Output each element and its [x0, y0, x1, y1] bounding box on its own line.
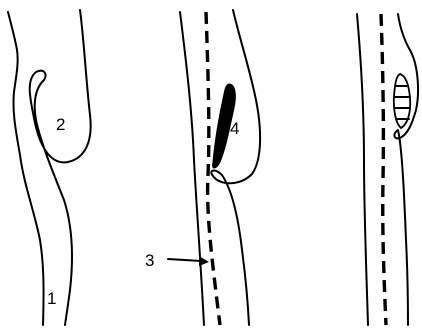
panel-3: [357, 14, 418, 325]
panel-2-guidewire: [206, 12, 220, 325]
panel-3-vessel-right-wall-with-pouch: [394, 14, 418, 325]
panel-2-vessel-right-wall-with-pouch: [211, 10, 260, 325]
label-3-leader-line: [168, 259, 201, 261]
label-1: 1: [47, 289, 56, 308]
panel-1-pouch-right-wall: [30, 10, 91, 325]
label-2: 2: [56, 115, 65, 134]
panel-2-vessel-left-wall: [180, 12, 204, 325]
panel-2: 4 3: [145, 10, 260, 325]
panel-3-guidewire: [381, 14, 386, 325]
panel-1: 2 1: [8, 10, 91, 325]
panel-1-vessel-left-wall: [8, 12, 44, 325]
panel-3-vessel-left-wall: [357, 14, 368, 325]
label-3-arrowhead: [199, 256, 209, 266]
label-3: 3: [145, 251, 154, 270]
label-4: 4: [230, 119, 239, 138]
